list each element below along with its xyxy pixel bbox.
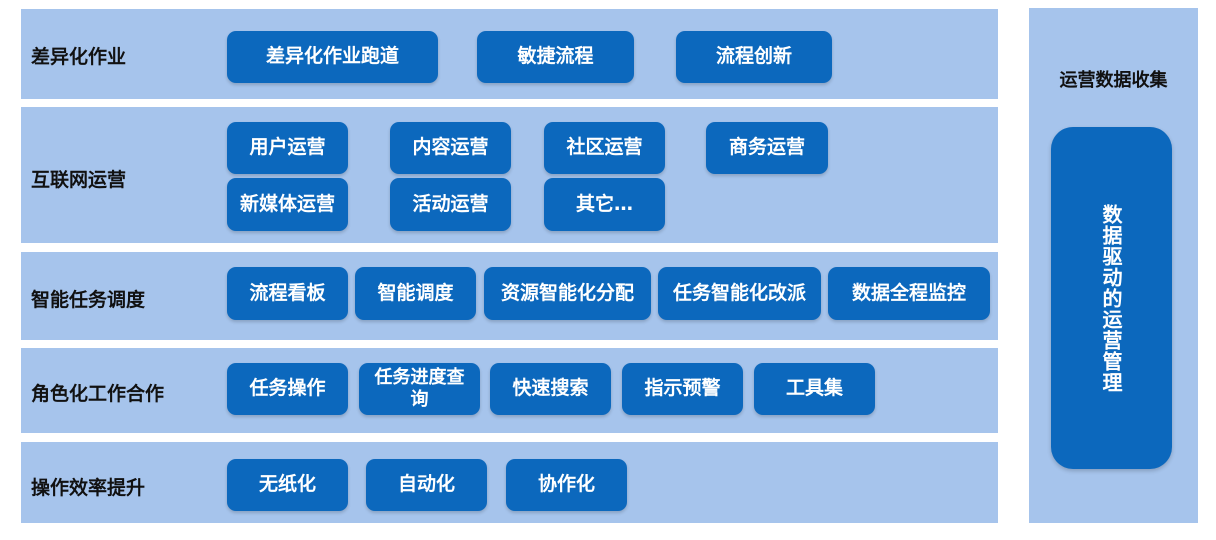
community-operations-button[interactable]: 社区运营 — [544, 122, 665, 174]
task-reassignment-button[interactable]: 任务智能化改派 — [658, 267, 821, 320]
content-operations-button[interactable]: 内容运营 — [390, 122, 511, 174]
others-button[interactable]: 其它… — [544, 178, 665, 231]
row-label: 互联网运营 — [31, 169, 127, 191]
side-panel: 运营数据收集 数据驱动的运营管理 — [1029, 8, 1198, 523]
new-media-operations-button[interactable]: 新媒体运营 — [227, 178, 348, 231]
task-progress-query-button[interactable]: 任务进度查询 — [359, 363, 480, 415]
user-operations-button[interactable]: 用户运营 — [227, 122, 348, 174]
row-band-task-scheduling: 智能任务调度 流程看板 智能调度 资源智能化分配 任务智能化改派 数据全程监控 — [21, 252, 998, 340]
row-band-role-collaboration: 角色化工作合作 任务操作 任务进度查询 快速搜索 指示预警 工具集 — [21, 348, 998, 433]
row-label: 角色化工作合作 — [31, 383, 165, 405]
event-operations-button[interactable]: 活动运营 — [390, 178, 511, 231]
side-panel-title: 运营数据收集 — [1059, 70, 1168, 91]
data-monitoring-button[interactable]: 数据全程监控 — [828, 267, 990, 320]
quick-search-button[interactable]: 快速搜索 — [490, 363, 611, 415]
row-label: 差异化作业 — [31, 46, 127, 68]
paperless-button[interactable]: 无纸化 — [227, 459, 348, 511]
row-label: 操作效率提升 — [31, 477, 146, 499]
toolset-button[interactable]: 工具集 — [754, 363, 875, 415]
row-band-efficiency: 操作效率提升 无纸化 自动化 协作化 — [21, 442, 998, 523]
data-driven-management-pill[interactable]: 数据驱动的运营管理 — [1051, 127, 1172, 469]
process-board-button[interactable]: 流程看板 — [227, 267, 348, 320]
differentiated-track-button[interactable]: 差异化作业跑道 — [227, 31, 438, 83]
side-pill-label: 数据驱动的运营管理 — [1099, 203, 1123, 393]
collaboration-button[interactable]: 协作化 — [506, 459, 627, 511]
alert-warning-button[interactable]: 指示预警 — [622, 363, 743, 415]
business-operations-button[interactable]: 商务运营 — [706, 122, 828, 174]
automation-button[interactable]: 自动化 — [366, 459, 487, 511]
resource-allocation-button[interactable]: 资源智能化分配 — [484, 267, 651, 320]
row-band-internet-operations: 互联网运营 用户运营 内容运营 社区运营 商务运营 新媒体运营 活动运营 其它… — [21, 107, 998, 243]
row-band-differentiated: 差异化作业 差异化作业跑道 敏捷流程 流程创新 — [21, 9, 998, 99]
row-label: 智能任务调度 — [31, 289, 146, 311]
smart-scheduling-button[interactable]: 智能调度 — [355, 267, 476, 320]
task-operation-button[interactable]: 任务操作 — [227, 363, 348, 415]
process-innovation-button[interactable]: 流程创新 — [676, 31, 832, 83]
agile-process-button[interactable]: 敏捷流程 — [477, 31, 634, 83]
